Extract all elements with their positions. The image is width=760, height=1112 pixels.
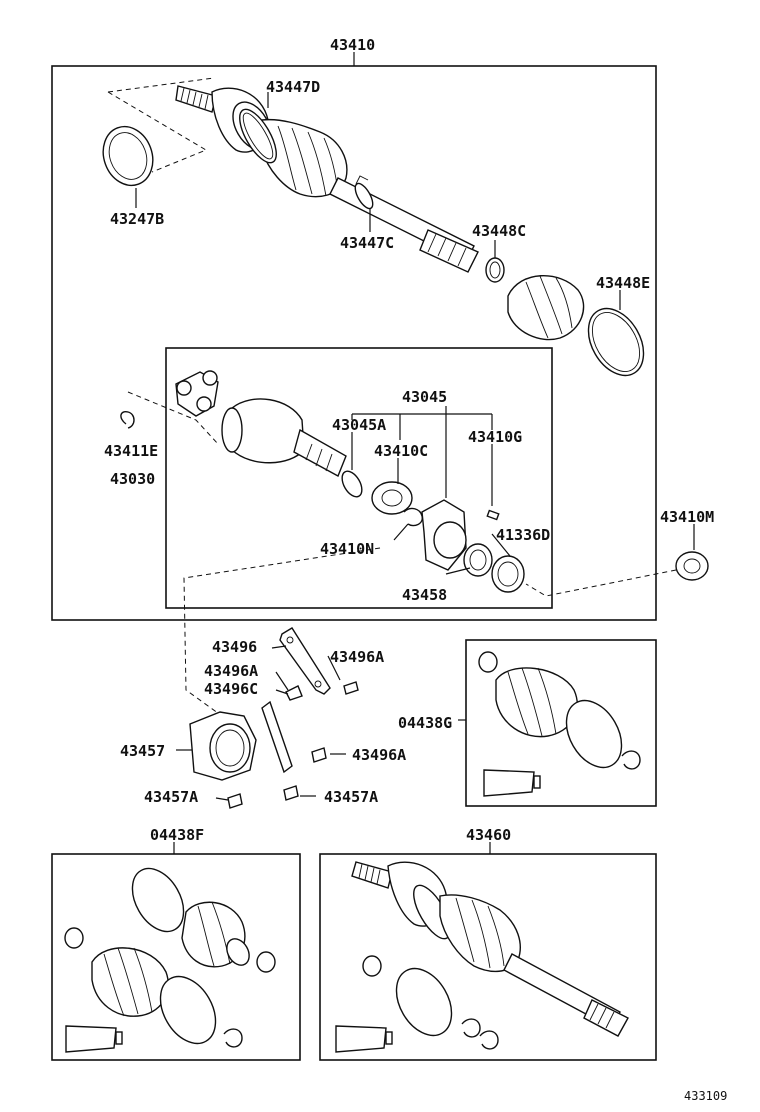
diagram-id: 433109	[684, 1089, 727, 1103]
main-assembly-frame	[51, 52, 657, 621]
label-43030[interactable]: 43030	[110, 470, 155, 488]
label-43496a-1[interactable]: 43496A	[330, 648, 384, 666]
label-43447c[interactable]: 43447C	[340, 234, 394, 252]
inner-joint-frame	[165, 347, 553, 609]
label-43410n[interactable]: 43410N	[320, 540, 374, 558]
dashed-link-bracket	[183, 547, 381, 717]
label-43247b[interactable]: 43247B	[110, 210, 164, 228]
shaft-43460-parts	[335, 861, 629, 1053]
kit-04438f-frame	[51, 842, 301, 1061]
label-41336d[interactable]: 41336D	[496, 526, 550, 544]
snap-ring-43411e	[120, 410, 135, 429]
label-43410m[interactable]: 43410M	[660, 508, 714, 526]
bearing-43410m	[525, 524, 709, 597]
label-43457a-1[interactable]: 43457A	[144, 788, 198, 806]
label-43448c[interactable]: 43448C	[472, 222, 526, 240]
bracket-parts	[189, 627, 359, 809]
label-43458[interactable]: 43458	[402, 586, 447, 604]
boot-ring-43247b	[102, 77, 215, 187]
label-kit-04438g[interactable]: 04438G	[398, 714, 452, 732]
label-43447d[interactable]: 43447D	[266, 78, 320, 96]
label-43410c[interactable]: 43410C	[374, 442, 428, 460]
inner-joint-parts	[127, 370, 525, 593]
label-43496[interactable]: 43496	[212, 638, 257, 656]
label-43496c[interactable]: 43496C	[204, 680, 258, 698]
label-43411e[interactable]: 43411E	[104, 442, 158, 460]
kit-04438g-parts	[478, 651, 641, 797]
label-43457a-2[interactable]: 43457A	[324, 788, 378, 806]
label-43410g[interactable]: 43410G	[468, 428, 522, 446]
shaft-43460-frame	[319, 842, 657, 1061]
label-43045a[interactable]: 43045A	[332, 416, 386, 434]
label-43496a-2[interactable]: 43496A	[204, 662, 258, 680]
kit-43045-leader	[351, 406, 511, 575]
label-43496a-3[interactable]: 43496A	[352, 746, 406, 764]
kit-04438g-frame	[458, 639, 657, 807]
outer-joint-shaft	[175, 85, 645, 377]
kit-04438f-parts	[64, 867, 276, 1053]
label-43457[interactable]: 43457	[120, 742, 165, 760]
label-kit-04438f[interactable]: 04438F	[150, 826, 204, 844]
label-main-assembly[interactable]: 43410	[330, 36, 375, 54]
label-shaft-43460[interactable]: 43460	[466, 826, 511, 844]
label-43448e[interactable]: 43448E	[596, 274, 650, 292]
label-kit-43045[interactable]: 43045	[402, 388, 447, 406]
